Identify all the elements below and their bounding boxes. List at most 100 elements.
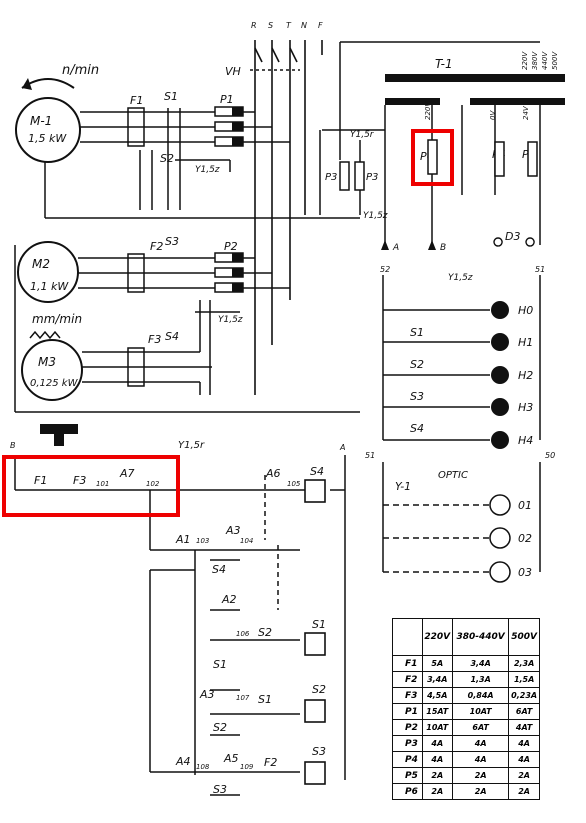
s1-coil-label: S1 <box>312 618 326 631</box>
coil-s1 <box>304 632 326 656</box>
arrow-b <box>428 240 436 250</box>
m3-labels: F3 S4 <box>148 330 179 346</box>
fuse-p5 <box>527 141 538 177</box>
fuse-p3a <box>339 161 350 191</box>
fuse-p2 <box>214 252 244 293</box>
optic-lamps <box>489 494 511 583</box>
lamp-h0: H0 <box>518 304 533 317</box>
fuse-p1 <box>214 106 244 147</box>
y15r-top: Y1,5r <box>350 130 375 140</box>
w108: 108 <box>196 763 210 771</box>
vh-label: VH <box>225 65 241 78</box>
control-labels-bottom: B Y1,5r A F1 F3 A7 101 102 A6 105 S4 A1 … <box>10 440 345 796</box>
m3-name: M3 <box>38 355 56 369</box>
table-cell: 2A <box>452 767 510 784</box>
p2-label: P2 <box>224 240 238 253</box>
p1-label: P1 <box>220 93 234 106</box>
lamp-h2: H2 <box>518 369 533 382</box>
table-cell: 2A <box>421 767 454 784</box>
fuse-p4 <box>494 141 505 177</box>
t1-label: T-1 <box>435 57 453 71</box>
m2-power: 1,1 kW <box>30 280 69 293</box>
highlight-p6 <box>411 129 454 186</box>
s3-ctrl: S3 <box>213 783 227 796</box>
lamp-wiring <box>382 275 541 441</box>
lamp-h3-icon <box>491 398 509 416</box>
optic-02: 02 <box>518 532 532 545</box>
a1-ctrl: A1 <box>175 533 191 546</box>
phase-f: F <box>318 21 323 30</box>
table-cell: 1,5A <box>508 671 540 688</box>
w105: 105 <box>287 480 301 488</box>
table-cell: 4A <box>421 735 454 752</box>
a3-ctrl-2: A3 <box>199 688 215 701</box>
table-cell: 10AT <box>452 703 510 720</box>
w102: 102 <box>146 480 160 488</box>
s2-lamp: S2 <box>410 358 424 371</box>
p3-label-b: P3 <box>366 172 378 183</box>
table-header-empty <box>392 618 423 656</box>
optic-labels: OPTIC 51 50 Y-1 01 02 03 <box>365 451 555 579</box>
motor-m1: M-1 1,5 kW n/min <box>15 63 99 163</box>
m2-labels: F2 S3 P2 Y1,5z <box>150 235 243 325</box>
a7-ctrl: A7 <box>119 467 135 480</box>
sec-0: 0V <box>489 110 497 120</box>
table-row-label: P4 <box>392 751 423 768</box>
f3-top: F3 <box>148 333 161 346</box>
table-row-label: F2 <box>392 671 423 688</box>
f2-ctrl: F2 <box>264 756 277 769</box>
table-cell: 4A <box>508 751 540 768</box>
m1-labels: F1 S1 S2 P1 Y1,5z <box>130 90 234 175</box>
s1-lamp: S1 <box>410 326 424 339</box>
optic-wiring <box>382 462 541 573</box>
table-cell: 2A <box>452 783 510 800</box>
table-cell: 2A <box>421 783 454 800</box>
y15r-bottom: Y1,5r <box>178 440 205 451</box>
phase-n: N <box>301 21 307 30</box>
pump-icon <box>40 424 78 446</box>
lamp-h1: H1 <box>518 336 533 349</box>
s4-lamp: S4 <box>410 422 424 435</box>
table-cell: 2,3A <box>508 655 540 672</box>
s4-coil-label: S4 <box>310 465 324 478</box>
optic-03: 03 <box>518 566 532 579</box>
lamp-symbols <box>491 301 509 449</box>
m2-name: M2 <box>32 257 50 271</box>
lamp-h0-icon <box>491 301 509 319</box>
table-header-row: 220V 380-440V 500V <box>392 618 540 656</box>
control-supply <box>319 105 541 245</box>
arrow-a <box>381 240 389 250</box>
w103: 103 <box>196 537 209 545</box>
t1-500: 500V <box>551 51 559 70</box>
t1-220: 220V <box>521 51 529 70</box>
highlight-f1-f3-a7 <box>2 455 180 517</box>
table-cell: 5A <box>421 655 454 672</box>
t1-440: 440V <box>541 51 549 70</box>
optic-lamp-03-icon <box>489 561 511 583</box>
a5-ctrl: A5 <box>223 752 239 765</box>
coil-s3 <box>304 761 326 785</box>
table-cell: 3,4A <box>452 655 510 672</box>
d3-label: D3 <box>505 230 520 243</box>
d3-diode <box>493 237 535 247</box>
table-header-220: 220V <box>421 618 454 656</box>
transformer-t1: T-1 220V 380V 440V 500V 220V 0V 24V <box>339 41 565 160</box>
w104: 104 <box>240 537 253 545</box>
phase-t: T <box>286 21 292 30</box>
f3-ctrl: F3 <box>73 474 86 487</box>
label-b-top: B <box>440 243 446 253</box>
f1-ctrl: F1 <box>34 474 47 487</box>
table-header-500: 500V <box>508 618 540 656</box>
n50-optic: 50 <box>545 451 555 460</box>
s2-ctrl: S2 <box>258 626 272 639</box>
lamp-h4-icon <box>491 431 509 449</box>
optic-lamp-02-icon <box>489 527 511 549</box>
control-circuit <box>14 455 346 796</box>
